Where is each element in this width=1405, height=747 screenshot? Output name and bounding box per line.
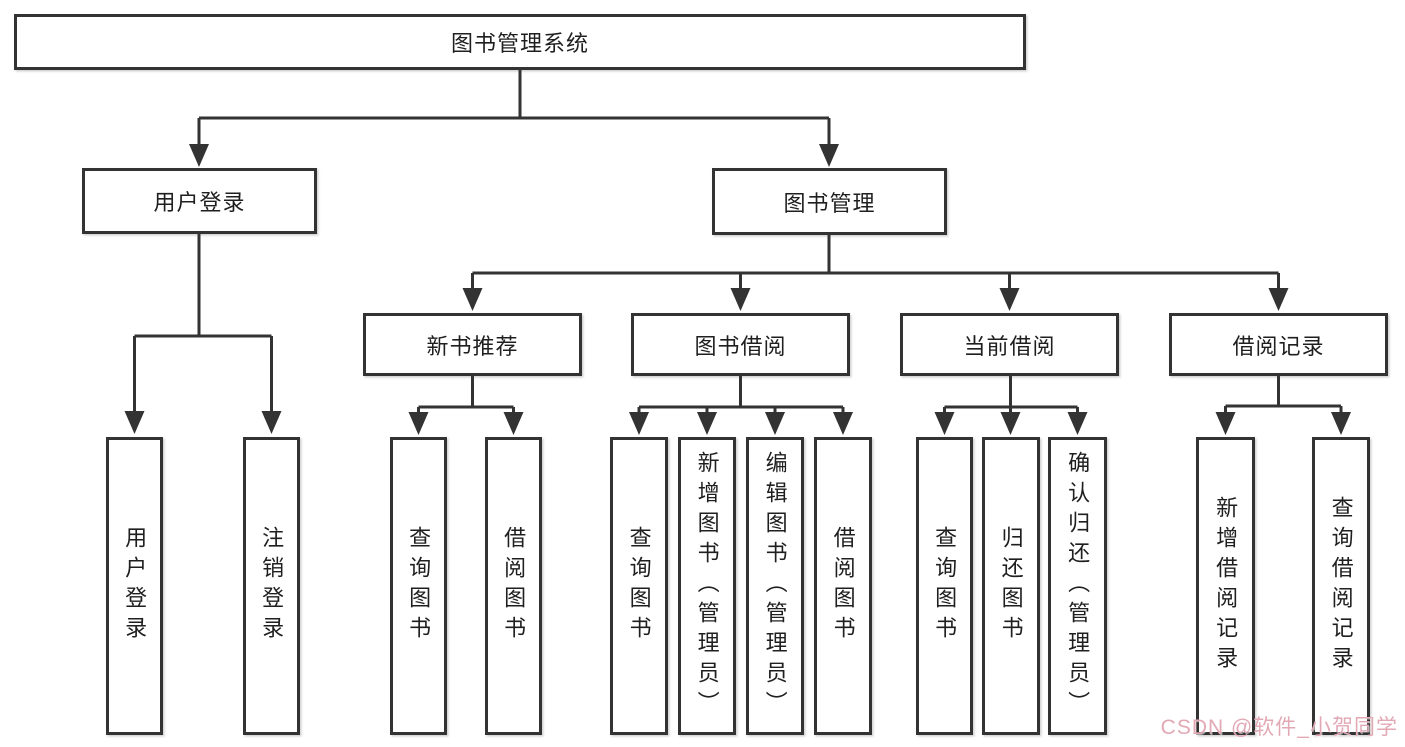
node-new-book-recommend: 新书推荐 <box>363 313 582 376</box>
node-label: 当前借阅 <box>963 333 1056 359</box>
node-label: 归还图书 <box>998 526 1024 646</box>
node-label: 用户登录 <box>153 190 246 215</box>
leaf-user-login: 用户登录 <box>106 437 163 735</box>
node-label: 查询图书 <box>626 526 652 646</box>
node-label: 图书管理 <box>783 190 876 216</box>
arrowhead-icon <box>408 412 429 435</box>
node-label: 新书推荐 <box>426 333 519 359</box>
node-label: 编辑图书（管理员） <box>762 451 788 721</box>
node-label: 用户登录 <box>122 526 148 646</box>
leaf-records-query-record: 查询借阅记录 <box>1312 437 1370 735</box>
node-label: 图书借阅 <box>694 333 787 359</box>
leaf-records-add-record: 新增借阅记录 <box>1196 437 1255 735</box>
arrowhead-icon <box>1067 412 1088 435</box>
leaf-borrowing-query-books: 查询图书 <box>610 437 668 735</box>
arrowhead-icon <box>1331 412 1351 435</box>
node-label: 借阅图书 <box>830 526 856 646</box>
leaf-logout: 注销登录 <box>243 437 300 735</box>
node-label: 借阅记录 <box>1232 333 1325 359</box>
leaf-current-confirm-return-admin: 确认归还（管理员） <box>1048 437 1107 735</box>
node-label: 借阅图书 <box>501 526 527 646</box>
node-label: 新增借阅记录 <box>1213 496 1239 676</box>
arrowhead-icon <box>819 144 839 167</box>
leaf-recommend-query-books: 查询图书 <box>390 437 447 735</box>
leaf-recommend-borrow-books: 借阅图书 <box>485 437 542 735</box>
node-label: 注销登录 <box>259 526 285 646</box>
arrowhead-icon <box>462 288 483 311</box>
node-borrow-records: 借阅记录 <box>1169 313 1388 376</box>
arrowhead-icon <box>1215 412 1236 435</box>
arrowhead-icon <box>629 412 649 435</box>
arrowhead-icon <box>697 412 717 435</box>
node-user-login: 用户登录 <box>82 168 317 234</box>
arrowhead-icon <box>765 412 785 435</box>
node-root: 图书管理系统 <box>14 14 1026 70</box>
node-label: 确认归还（管理员） <box>1065 451 1091 721</box>
node-label: 新增图书（管理员） <box>694 451 720 721</box>
node-label: 查询图书 <box>406 526 432 646</box>
arrowhead-icon <box>934 412 955 435</box>
arrowhead-icon <box>503 412 524 435</box>
leaf-borrowing-add-books-admin: 新增图书（管理员） <box>678 437 736 735</box>
arrowhead-icon <box>730 288 751 311</box>
arrowhead-icon <box>189 144 209 167</box>
connector-path <box>133 70 1343 414</box>
node-book-borrowing: 图书借阅 <box>631 313 850 376</box>
arrowhead-icon <box>1268 288 1289 311</box>
leaf-borrowing-edit-books-admin: 编辑图书（管理员） <box>746 437 804 735</box>
node-current-borrowing: 当前借阅 <box>900 313 1119 376</box>
leaf-borrowing-borrow-books: 借阅图书 <box>814 437 872 735</box>
node-label: 查询图书 <box>932 526 958 646</box>
leaf-current-query-books: 查询图书 <box>916 437 973 735</box>
arrowhead-icon <box>833 412 853 435</box>
arrowhead-icon <box>124 411 145 434</box>
node-label: 查询借阅记录 <box>1328 496 1354 676</box>
leaf-current-return-books: 归还图书 <box>982 437 1040 735</box>
node-book-management: 图书管理 <box>712 168 947 235</box>
arrowhead-icon <box>261 411 282 434</box>
node-label: 图书管理系统 <box>450 31 589 56</box>
arrowhead-icon <box>999 288 1020 311</box>
arrowhead-icon <box>1000 412 1021 435</box>
csdn-watermark: CSDN @软件_小贺同学 <box>1160 716 1398 739</box>
